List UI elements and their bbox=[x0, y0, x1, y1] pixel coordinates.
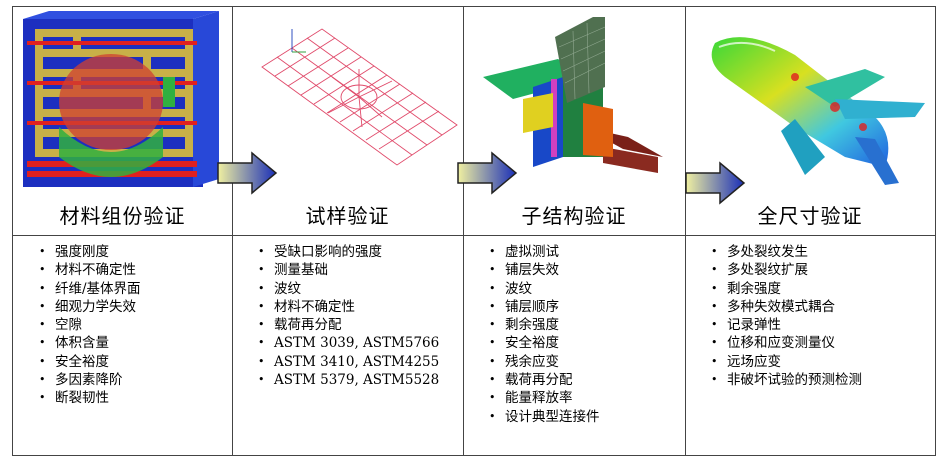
list-item: 非破坏试验的预测检测 bbox=[711, 371, 862, 390]
row-divider bbox=[13, 235, 935, 236]
stage-title: 试样验证 bbox=[305, 204, 390, 228]
list-item: 受缺口影响的强度 bbox=[258, 243, 439, 262]
arrow-right-icon bbox=[457, 151, 518, 195]
list-item: 材料不确定性 bbox=[258, 298, 439, 317]
stage-item-list: 受缺口影响的强度 测量基础 波纹 材料不确定性 载荷再分配 ASTM 3039,… bbox=[258, 243, 439, 390]
validation-pyramid-table: 材料组份验证 强度刚度 材料不确定性 纤维/基体界面 细观力学失效 空隙 体积含… bbox=[12, 6, 936, 456]
stage-item-list: 强度刚度 材料不确定性 纤维/基体界面 细观力学失效 空隙 体积含量 安全裕度 … bbox=[39, 243, 141, 408]
list-item: 位移和应变测量仪 bbox=[711, 334, 862, 353]
stage-title: 材料组份验证 bbox=[59, 204, 186, 228]
material-model-image bbox=[23, 11, 219, 187]
list-item: 剩余强度 bbox=[711, 280, 862, 299]
list-item: 波纹 bbox=[489, 280, 600, 299]
list-item: 残余应变 bbox=[489, 353, 600, 372]
list-item: 多因素降阶 bbox=[39, 371, 141, 390]
list-item: 材料不确定性 bbox=[39, 261, 141, 280]
list-item: 载荷再分配 bbox=[489, 371, 600, 390]
list-item: 安全裕度 bbox=[39, 353, 141, 372]
stage-full-scale: 全尺寸验证 多处裂纹发生 多处裂纹扩展 剩余强度 多种失效模式耦合 记录弹性 位… bbox=[685, 7, 935, 455]
list-item: ASTM 5379, ASTM5528 bbox=[258, 371, 439, 390]
column-divider-1 bbox=[232, 7, 233, 455]
list-item: 铺层顺序 bbox=[489, 298, 600, 317]
arrow-right-icon bbox=[217, 151, 278, 195]
list-item: 断裂韧性 bbox=[39, 389, 141, 408]
list-item: 能量释放率 bbox=[489, 389, 600, 408]
list-item: 多处裂纹扩展 bbox=[711, 261, 862, 280]
stage-substructure: 子结构验证 虚拟测试 铺层失效 波纹 铺层顺序 剩余强度 安全裕度 残余应变 载… bbox=[463, 7, 685, 455]
list-item: 载荷再分配 bbox=[258, 316, 439, 335]
list-item: 体积含量 bbox=[39, 334, 141, 353]
list-item: 细观力学失效 bbox=[39, 298, 141, 317]
arrow-right-icon bbox=[685, 161, 746, 205]
list-item: 纤维/基体界面 bbox=[39, 280, 141, 299]
coupon-mesh-image bbox=[261, 28, 458, 166]
list-item: ASTM 3039, ASTM5766 bbox=[258, 334, 439, 353]
list-item: 设计典型连接件 bbox=[489, 408, 600, 427]
substructure-model-image bbox=[483, 17, 663, 173]
list-item: ASTM 3410, ASTM4255 bbox=[258, 353, 439, 372]
list-item: 强度刚度 bbox=[39, 243, 141, 262]
list-item: 剩余强度 bbox=[489, 316, 600, 335]
full-scale-aircraft-image bbox=[711, 37, 925, 185]
list-item: 铺层失效 bbox=[489, 261, 600, 280]
list-item: 波纹 bbox=[258, 280, 439, 299]
stage-title: 子结构验证 bbox=[521, 204, 627, 228]
column-divider-2 bbox=[463, 7, 464, 455]
column-divider-3 bbox=[685, 7, 686, 455]
list-item: 测量基础 bbox=[258, 261, 439, 280]
list-item: 多处裂纹发生 bbox=[711, 243, 862, 262]
stage-title: 全尺寸验证 bbox=[757, 204, 863, 228]
stage-item-list: 多处裂纹发生 多处裂纹扩展 剩余强度 多种失效模式耦合 记录弹性 位移和应变测量… bbox=[711, 243, 862, 390]
stage-material: 材料组份验证 强度刚度 材料不确定性 纤维/基体界面 细观力学失效 空隙 体积含… bbox=[13, 7, 232, 455]
list-item: 远场应变 bbox=[711, 353, 862, 372]
list-item: 空隙 bbox=[39, 316, 141, 335]
list-item: 安全裕度 bbox=[489, 334, 600, 353]
stage-coupon: 试样验证 受缺口影响的强度 测量基础 波纹 材料不确定性 载荷再分配 ASTM … bbox=[232, 7, 463, 455]
list-item: 多种失效模式耦合 bbox=[711, 298, 862, 317]
list-item: 记录弹性 bbox=[711, 316, 862, 335]
stage-item-list: 虚拟测试 铺层失效 波纹 铺层顺序 剩余强度 安全裕度 残余应变 载荷再分配 能… bbox=[489, 243, 600, 426]
list-item: 虚拟测试 bbox=[489, 243, 600, 262]
